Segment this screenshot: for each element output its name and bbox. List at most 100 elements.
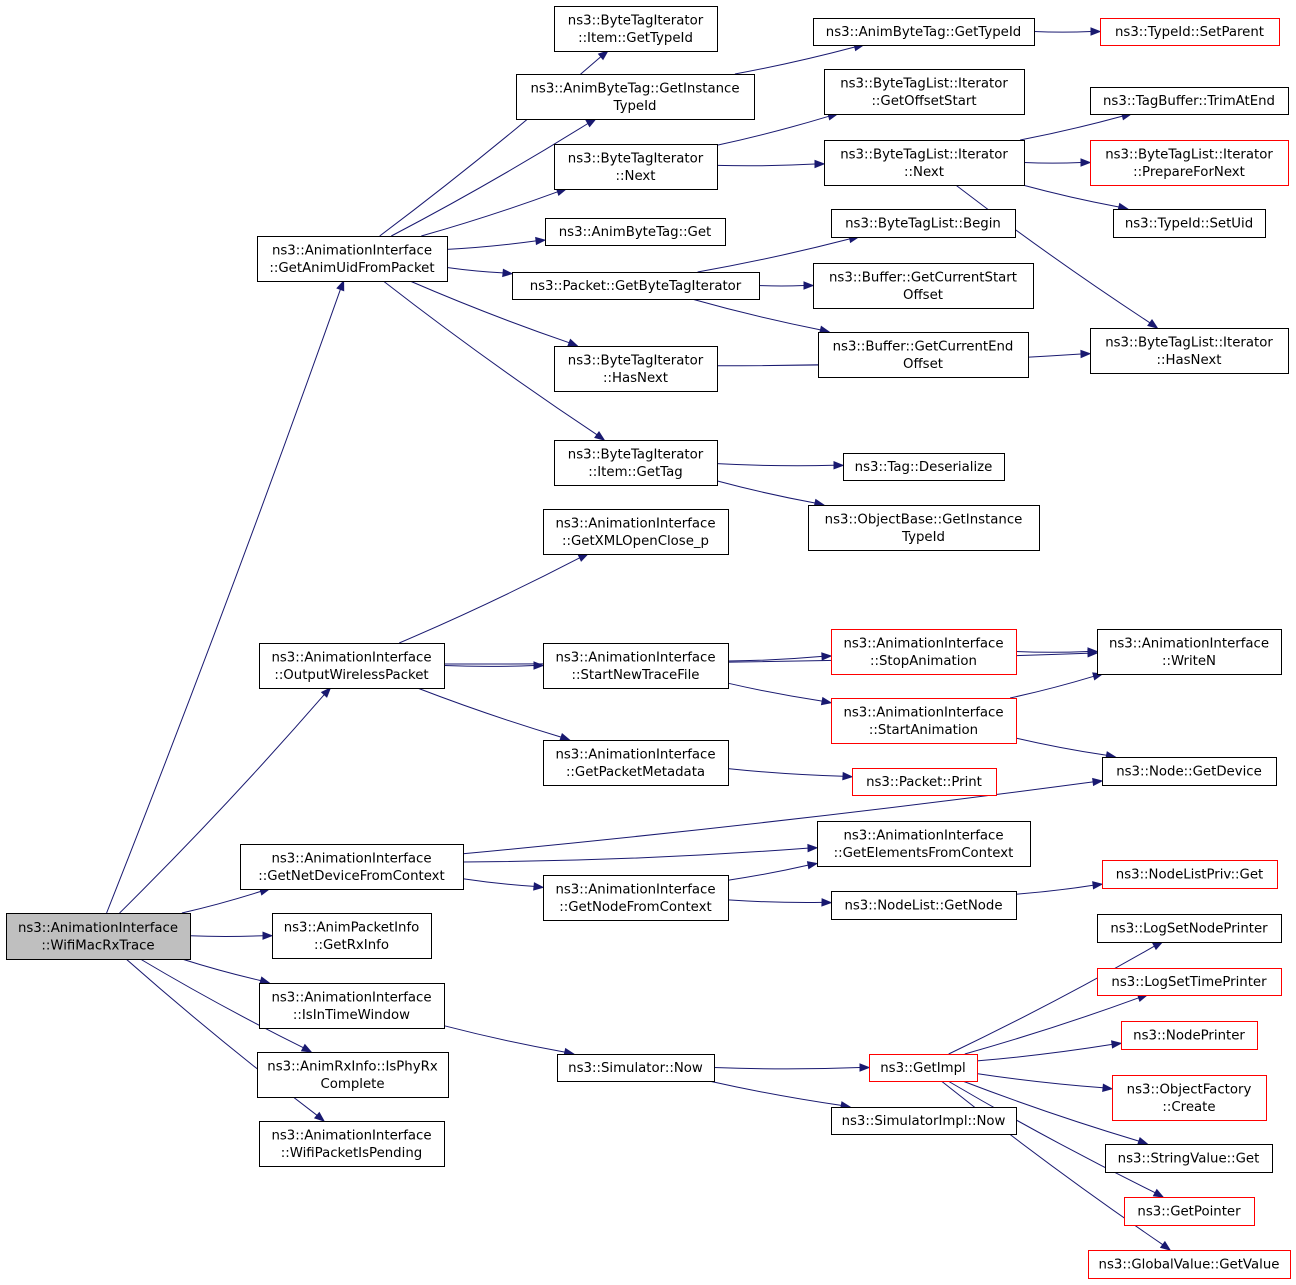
function-node-btiGetTypeId[interactable]: ns3::ByteTagIterator::Item::GetTypeId <box>554 6 718 52</box>
node-label: ns3::ByteTagList::Begin <box>845 217 1001 232</box>
node-label: ns3::Packet::GetByteTagIterator <box>530 279 742 294</box>
function-node-wifiPending[interactable]: ns3::AnimationInterface::WifiPacketIsPen… <box>259 1121 445 1167</box>
node-box <box>852 768 997 796</box>
node-label: ns3::LogSetTimePrinter <box>1111 975 1267 990</box>
function-node-startAnim[interactable]: ns3::AnimationInterface::StartAnimation <box>831 698 1017 744</box>
function-node-btiHasNext[interactable]: ns3::ByteTagIterator::HasNext <box>554 346 718 392</box>
edge-line <box>443 665 535 667</box>
edge-line <box>713 1067 861 1070</box>
function-node-getNetDev[interactable]: ns3::AnimationInterface::GetNetDeviceFro… <box>240 844 464 890</box>
function-node-tagDeser[interactable]: ns3::Tag::Deserialize <box>843 453 1005 481</box>
arrowhead-icon <box>577 553 590 562</box>
function-node-pktGetBTI[interactable]: ns3::Packet::GetByteTagIterator <box>512 272 760 300</box>
node-label: ::IsInTimeWindow <box>293 1008 410 1023</box>
function-node-outWireless[interactable]: ns3::AnimationInterface::OutputWirelessP… <box>259 643 445 689</box>
call-edge-pktGetBTI-to-bufCurStart <box>758 281 815 290</box>
arrowhead-icon <box>814 159 826 169</box>
node-label: ns3::ByteTagList::Iterator <box>840 147 1008 162</box>
function-node-logTime[interactable]: ns3::LogSetTimePrinter <box>1097 968 1282 996</box>
node-box <box>543 875 729 921</box>
function-node-writeN[interactable]: ns3::AnimationInterface::WriteN <box>1097 629 1282 675</box>
node-box <box>869 1054 978 1082</box>
edge-line <box>443 1025 565 1053</box>
function-node-stopAnim[interactable]: ns3::AnimationInterface::StopAnimation <box>831 629 1017 675</box>
edge-line <box>697 238 850 273</box>
node-box <box>554 144 718 190</box>
function-node-btlPrepare[interactable]: ns3::ByteTagList::Iterator::PrepareForNe… <box>1090 140 1289 186</box>
function-node-btlBegin[interactable]: ns3::ByteTagList::Begin <box>831 209 1016 238</box>
edge-line <box>391 123 589 237</box>
function-node-tbTrimAtEnd[interactable]: ns3::TagBuffer::TrimAtEnd <box>1090 87 1289 115</box>
node-label: ns3::Buffer::GetCurrentStart <box>829 270 1017 285</box>
node-label: ns3::TypeId::SetUid <box>1125 217 1253 232</box>
node-label: ::StopAnimation <box>870 654 977 669</box>
function-node-getElements[interactable]: ns3::AnimationInterface::GetElementsFrom… <box>817 821 1031 867</box>
function-node-logNode[interactable]: ns3::LogSetNodePrinter <box>1097 914 1282 943</box>
node-label: ns3::AnimationInterface <box>271 650 431 665</box>
function-node-nodeGetDev[interactable]: ns3::Node::GetDevice <box>1102 757 1277 786</box>
call-edge-root-to-getAnimUid <box>106 279 345 914</box>
node-label: ns3::ByteTagList::Iterator <box>1105 147 1273 162</box>
function-node-tidSetUid[interactable]: ns3::TypeId::SetUid <box>1113 209 1266 238</box>
arrowhead-icon <box>1102 1083 1114 1092</box>
function-node-getPktMeta[interactable]: ns3::AnimationInterface::GetPacketMetada… <box>543 740 729 786</box>
function-node-startNewTrace[interactable]: ns3::AnimationInterface::StartNewTraceFi… <box>543 643 729 689</box>
function-node-getAnimUid[interactable]: ns3::AnimationInterface::GetAnimUidFromP… <box>257 236 448 282</box>
function-node-tidSetParent[interactable]: ns3::TypeId::SetParent <box>1100 18 1280 46</box>
function-node-getRxInfo[interactable]: ns3::AnimPacketInfo::GetRxInfo <box>272 913 432 959</box>
function-node-abtGetTypeId[interactable]: ns3::AnimByteTag::GetTypeId <box>813 18 1035 46</box>
node-box <box>6 913 191 960</box>
node-box <box>1121 1021 1258 1050</box>
node-label: ::Item::GetTypeId <box>578 31 693 46</box>
function-node-getXML[interactable]: ns3::AnimationInterface::GetXMLOpenClose… <box>543 509 729 555</box>
function-node-pktPrint[interactable]: ns3::Packet::Print <box>852 768 997 796</box>
node-box <box>259 643 445 689</box>
function-node-getPointer[interactable]: ns3::GetPointer <box>1124 1197 1255 1226</box>
node-label: ns3::AnimationInterface <box>18 921 178 936</box>
call-edge-btlNext-to-btlPrepare <box>1023 158 1092 167</box>
node-label: ns3::ByteTagIterator <box>568 447 704 462</box>
node-label: ::GetAnimUidFromPacket <box>269 261 434 276</box>
function-node-isInTime[interactable]: ns3::AnimationInterface::IsInTimeWindow <box>259 983 445 1029</box>
node-box <box>831 891 1017 920</box>
function-node-svGet[interactable]: ns3::StringValue::Get <box>1105 1144 1273 1173</box>
node-box <box>554 6 718 52</box>
call-edge-getImpl-to-logNode <box>948 941 1164 1055</box>
arrowhead-icon <box>533 882 545 891</box>
node-label: ::Next <box>616 169 656 184</box>
function-node-nodePrinter[interactable]: ns3::NodePrinter <box>1121 1021 1258 1050</box>
function-node-getImpl[interactable]: ns3::GetImpl <box>869 1054 978 1082</box>
node-label: ns3::AnimRxInfo::IsPhyRx <box>267 1059 438 1074</box>
edge-line <box>727 864 809 881</box>
node-label: ns3::AnimationInterface <box>271 851 431 866</box>
node-label: ns3::Tag::Deserialize <box>855 460 993 475</box>
function-node-ofCreate[interactable]: ns3::ObjectFactory::Create <box>1112 1075 1267 1121</box>
function-node-simImplNow[interactable]: ns3::SimulatorImpl::Now <box>831 1107 1017 1135</box>
function-node-gvGetValue[interactable]: ns3::GlobalValue::GetValue <box>1088 1250 1291 1279</box>
function-node-btlGetOffStart[interactable]: ns3::ByteTagList::Iterator::GetOffsetSta… <box>824 69 1025 115</box>
call-edge-getNetDev-to-getNodeFromCtx <box>462 878 545 891</box>
node-box <box>824 140 1025 186</box>
function-node-abtGet[interactable]: ns3::AnimByteTag::Get <box>545 218 726 246</box>
call-edge-btiGetTag-to-obGetInst <box>716 480 826 508</box>
call-edge-getAnimUid-to-btiGetTag <box>382 280 606 441</box>
arrowhead-icon <box>1080 158 1092 167</box>
function-node-btlHasNext[interactable]: ns3::ByteTagList::Iterator::HasNext <box>1090 328 1289 374</box>
edge-line <box>462 781 1094 855</box>
function-node-btiNext[interactable]: ns3::ByteTagIterator::Next <box>554 144 718 190</box>
arrowhead-icon <box>821 652 833 661</box>
function-node-nlpGet[interactable]: ns3::NodeListPriv::Get <box>1102 860 1278 889</box>
function-node-nlGetNode[interactable]: ns3::NodeList::GetNode <box>831 891 1017 920</box>
function-node-btlNext[interactable]: ns3::ByteTagList::Iterator::Next <box>824 140 1025 186</box>
node-label: ::OutputWirelessPacket <box>274 668 428 683</box>
function-node-simNow[interactable]: ns3::Simulator::Now <box>557 1054 715 1082</box>
function-node-btiGetTag[interactable]: ns3::ByteTagIterator::Item::GetTag <box>554 440 718 486</box>
node-box <box>831 629 1017 675</box>
function-node-getNodeFromCtx[interactable]: ns3::AnimationInterface::GetNodeFromCont… <box>543 875 729 921</box>
